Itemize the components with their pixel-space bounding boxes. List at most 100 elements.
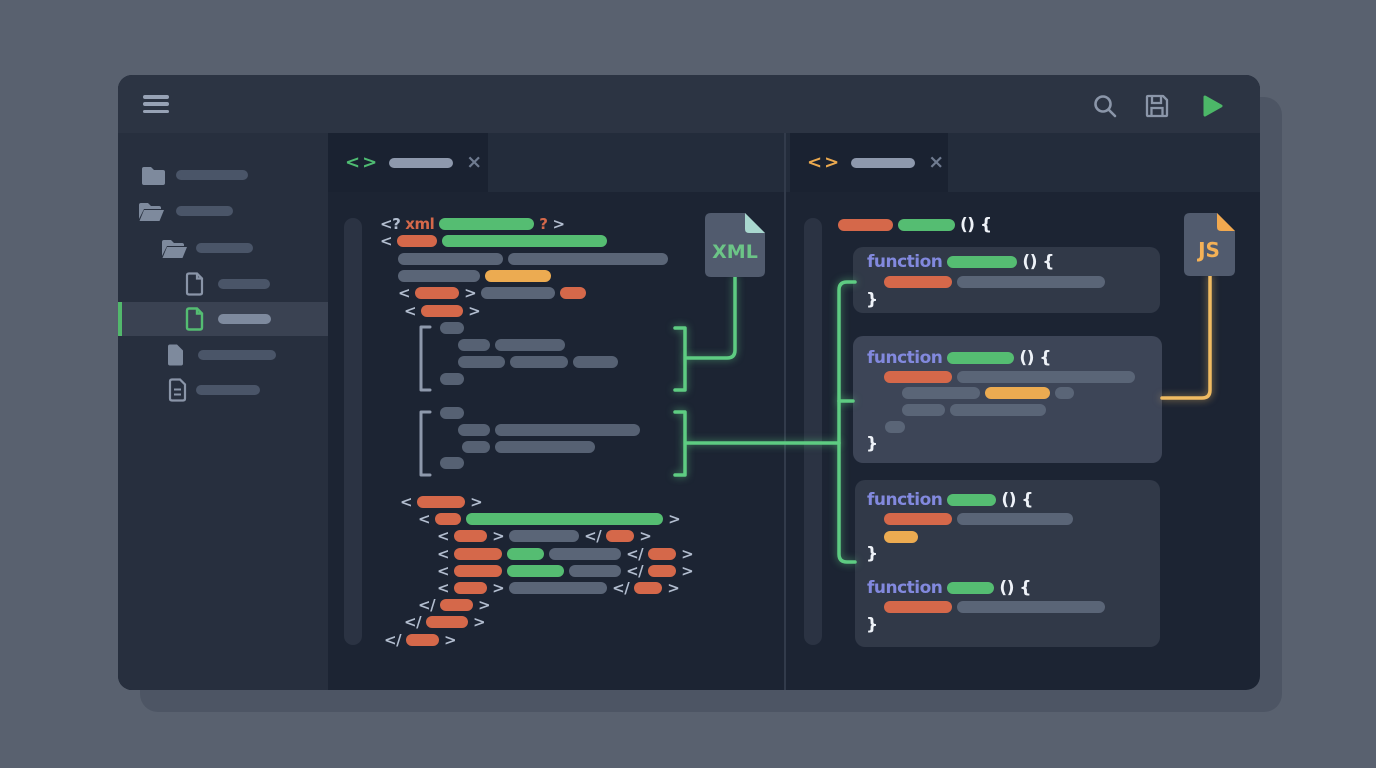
right-editor-gutter xyxy=(804,218,822,645)
code-pill-greyd xyxy=(458,356,505,368)
code-line: < xyxy=(380,232,608,250)
code-text: > xyxy=(681,545,694,563)
code-line xyxy=(440,373,464,385)
code-text: < xyxy=(404,302,417,320)
code-text: < xyxy=(437,579,450,597)
js-file-badge: JS xyxy=(1184,213,1235,276)
code-text: < xyxy=(437,545,450,563)
code-line: < </ > xyxy=(437,562,694,580)
file-explorer-sidebar xyxy=(118,133,328,690)
search-icon[interactable] xyxy=(1092,93,1118,119)
code-line xyxy=(440,407,464,419)
file-icon xyxy=(184,272,205,297)
connector-green xyxy=(685,275,737,360)
sidebar-item-selected[interactable] xyxy=(118,302,328,336)
code-editor-window: <?xml?><<><><><><></><</><</><></></></>… xyxy=(118,75,1260,690)
sidebar-item[interactable] xyxy=(118,194,328,228)
connector-amber xyxy=(1160,274,1212,400)
js-badge-label: JS xyxy=(1196,238,1220,262)
run-icon[interactable] xyxy=(1198,93,1224,119)
code-line xyxy=(398,253,668,265)
close-tab-icon[interactable]: × xyxy=(466,151,483,173)
close-tab-icon[interactable]: × xyxy=(928,151,945,173)
xml-badge-label: XML xyxy=(712,241,758,263)
code-text: > xyxy=(681,562,694,580)
code-text: > xyxy=(668,510,681,528)
file-active-icon xyxy=(184,306,205,332)
code-text: > xyxy=(639,527,652,545)
code-pill-orange xyxy=(838,219,893,231)
tab-js-file[interactable]: <> × xyxy=(790,133,948,192)
tab-title-placeholder xyxy=(389,157,454,168)
code-line: </> xyxy=(384,631,457,649)
panel-divider xyxy=(784,133,786,690)
code-pill-grey xyxy=(398,270,480,282)
code-line xyxy=(398,270,551,282)
code-pill-grey xyxy=(481,287,556,299)
code-line: < </ > xyxy=(437,545,694,563)
code-pill-orange xyxy=(421,305,464,317)
connector-grey xyxy=(419,410,432,477)
file-name-placeholder xyxy=(198,350,276,360)
toolbar xyxy=(118,75,1260,133)
connector-green xyxy=(673,326,687,392)
code-pill-greyd xyxy=(462,441,490,453)
code-pill-orange xyxy=(406,634,440,646)
code-line xyxy=(458,339,565,351)
folder-open-icon xyxy=(160,237,189,259)
sidebar-item[interactable] xyxy=(118,267,328,301)
code-text: </ xyxy=(626,562,644,580)
code-text: < xyxy=(437,562,450,580)
file-name-placeholder xyxy=(176,206,233,216)
right-tab-bar: <> × xyxy=(786,133,1260,192)
menu-icon[interactable] xyxy=(143,92,169,116)
code-text: () { xyxy=(960,215,992,235)
file-text-icon xyxy=(167,378,188,403)
left-tab-bar: <> × xyxy=(328,133,784,192)
code-pill-greyd xyxy=(440,457,464,469)
code-text: > xyxy=(444,631,457,649)
code-line: </> xyxy=(418,596,491,614)
code-line: <?xml?> xyxy=(380,215,565,233)
code-line xyxy=(462,441,595,453)
js-function-card-highlighted xyxy=(853,336,1162,463)
code-pill-grey xyxy=(508,253,668,265)
sidebar-item[interactable] xyxy=(118,158,328,192)
tab-xml-file[interactable]: <> × xyxy=(328,133,488,192)
code-text: </ xyxy=(626,545,644,563)
code-line: </> xyxy=(404,613,486,631)
code-text: > xyxy=(552,215,565,233)
code-pill-amber xyxy=(485,270,551,282)
file-name-placeholder xyxy=(196,385,260,395)
code-pill-orange xyxy=(426,616,469,628)
connector-green xyxy=(673,410,687,477)
save-icon[interactable] xyxy=(1144,93,1170,119)
code-pill-grey xyxy=(549,548,622,560)
code-line xyxy=(458,424,640,436)
code-pill-greyd xyxy=(440,407,464,419)
connector-grey xyxy=(419,325,432,392)
code-pill-grey xyxy=(569,565,622,577)
code-pill-orange xyxy=(415,287,460,299)
code-text: > xyxy=(470,493,483,511)
tab-title-placeholder xyxy=(851,157,916,168)
code-line: <></> xyxy=(437,527,652,545)
code-line: <> xyxy=(404,302,481,320)
code-text: ? xyxy=(539,215,548,233)
folder-open-icon xyxy=(137,200,166,222)
sidebar-item[interactable] xyxy=(118,231,328,265)
sidebar-item[interactable] xyxy=(118,373,328,407)
code-file-icon: <> xyxy=(807,152,842,173)
code-pill-orange xyxy=(397,235,438,247)
code-text: > xyxy=(478,596,491,614)
code-text: < xyxy=(418,510,431,528)
left-editor-gutter xyxy=(344,218,362,645)
sidebar-item[interactable] xyxy=(118,338,328,372)
code-text: <? xyxy=(380,215,401,233)
xml-file-badge: XML xyxy=(705,213,765,277)
code-pill-orange xyxy=(606,530,635,542)
code-text: > xyxy=(473,613,486,631)
file-name-placeholder xyxy=(196,243,253,253)
code-pill-greyd xyxy=(440,373,464,385)
